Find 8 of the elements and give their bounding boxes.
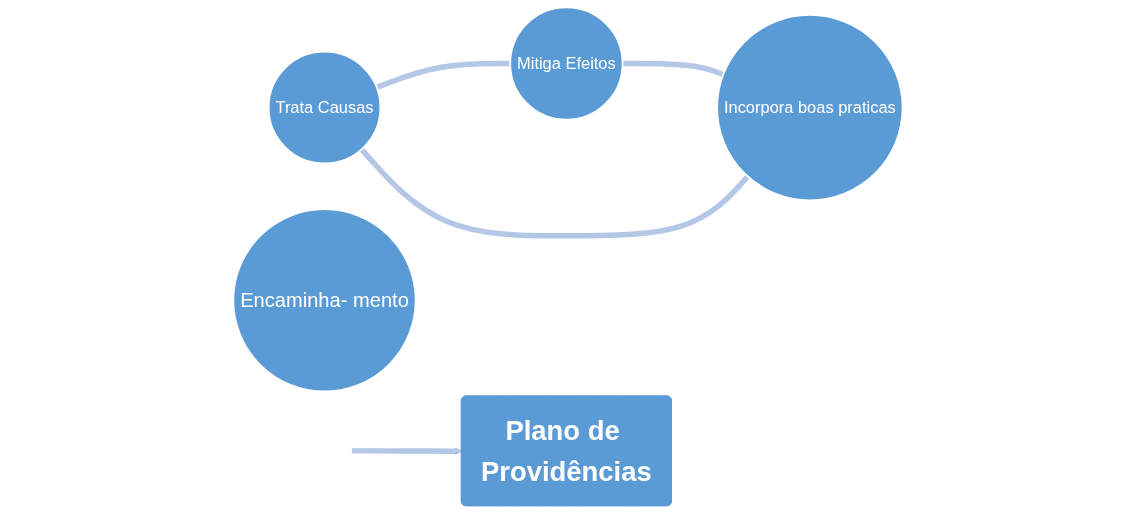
arrow bbox=[351, 447, 462, 456]
node-circle: Mitiga Efeitos bbox=[508, 6, 624, 121]
connector bbox=[622, 60, 724, 78]
node-circle: Trata Causas bbox=[267, 50, 381, 165]
connector bbox=[375, 60, 510, 90]
connector bbox=[359, 147, 750, 239]
node-circle: Incorpora boas praticas bbox=[715, 13, 904, 202]
node-circle: Encaminha- mento bbox=[231, 208, 417, 393]
